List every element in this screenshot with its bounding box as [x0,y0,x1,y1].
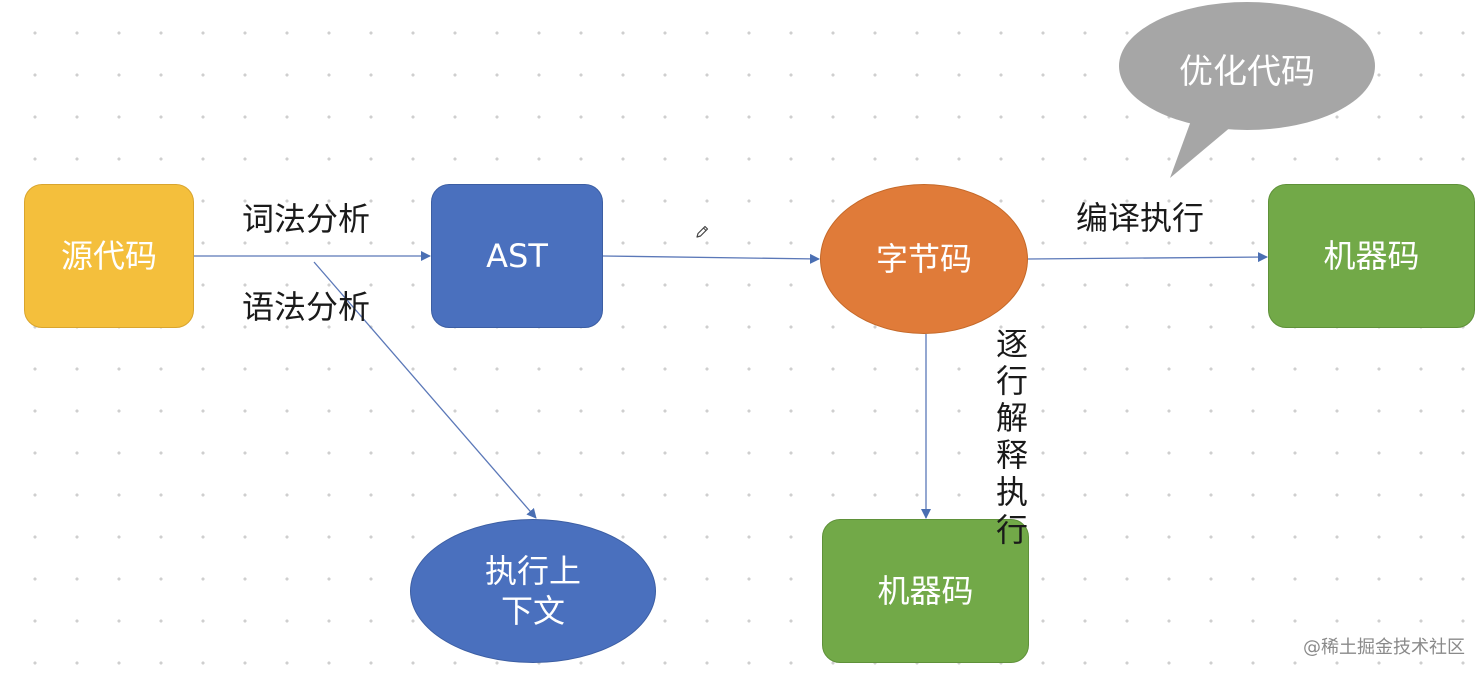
edge-ast-to-bytecode [602,253,820,264]
exec-context-label: 执行上下文 [484,552,581,630]
optimize-code-bubble [1119,2,1375,178]
machine-code-right-node[interactable]: 机器码 [1268,184,1475,328]
source-code-node[interactable]: 源代码 [24,184,194,328]
edge-syntax-to-context [313,261,537,519]
syntax-analysis-label: 语法分析 [242,288,371,326]
compile-execute-label: 编译执行 [1076,199,1205,237]
pen-icon [696,225,709,238]
source-code-label: 源代码 [60,237,157,275]
ast-label: AST [486,237,548,275]
interpret-line-by-line-label: 逐行解释执行 [995,325,1028,549]
callout-text: 优化代码 [1179,51,1315,92]
machine-code-bottom-label: 机器码 [877,572,974,610]
machine-code-right-label: 机器码 [1323,237,1420,275]
edge-bytecode-to-machine-right [1027,252,1268,263]
exec-context-node[interactable]: 执行上下文 [410,519,656,663]
machine-code-bottom-node[interactable]: 机器码 [822,519,1029,663]
ast-node[interactable]: AST [431,184,603,328]
watermark: @稀土掘金技术社区 [1303,637,1465,658]
bytecode-node[interactable]: 字节码 [820,184,1028,334]
lexical-analysis-label: 词法分析 [242,200,371,238]
bytecode-label: 字节码 [875,240,972,278]
